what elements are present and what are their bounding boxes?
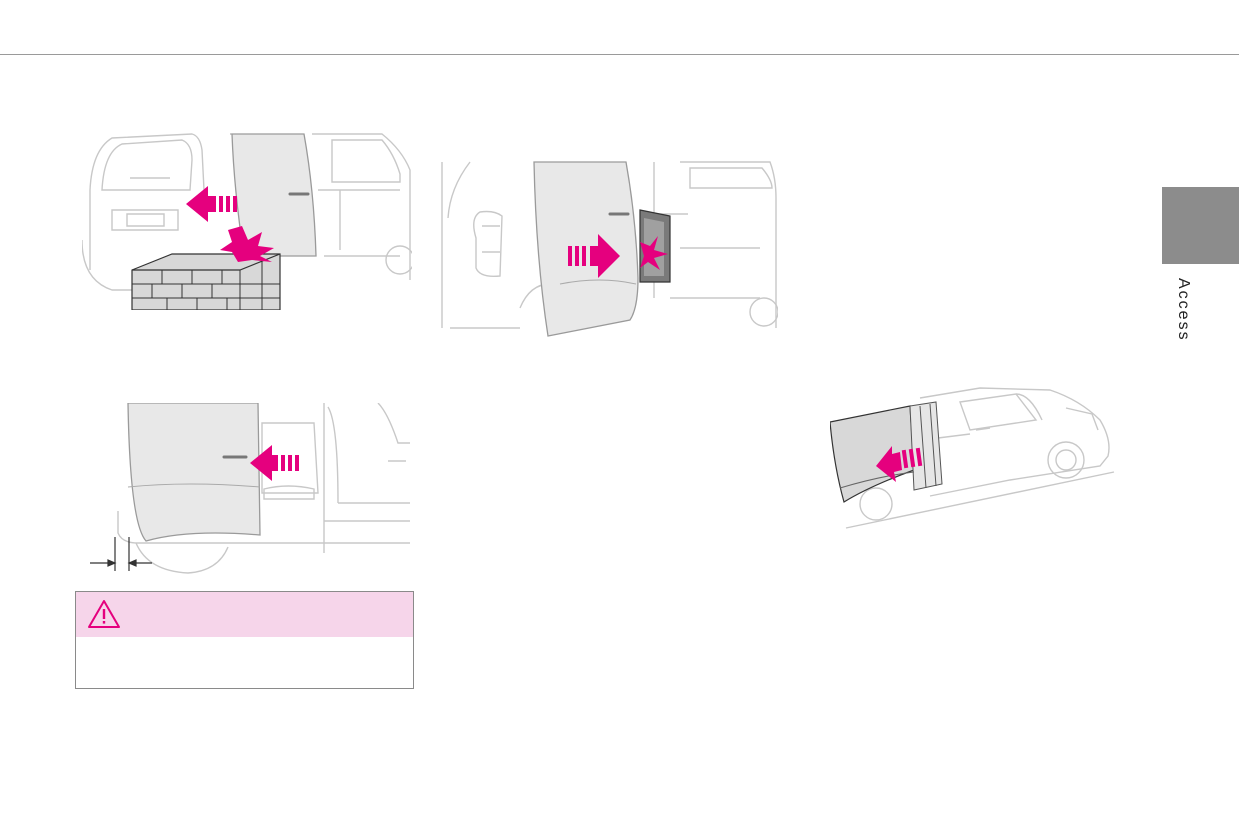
illustration-side-door-closing: [441, 161, 778, 337]
warning-triangle-icon: [88, 600, 120, 628]
section-tab-label: Access: [1175, 278, 1192, 342]
illustration-van-on-slope: [830, 387, 1115, 529]
arrow-right-icon: [568, 234, 620, 278]
gap-dimension-icon: [90, 537, 152, 571]
arrow-left-icon: [250, 445, 299, 481]
arrow-left-icon: [876, 446, 923, 482]
header-rule: [0, 54, 1239, 55]
brick-wall: [131, 253, 281, 310]
impact-burst-icon: [220, 226, 274, 262]
section-tab: [1162, 187, 1239, 264]
impact-burst-icon: [640, 236, 668, 270]
warning-box: [75, 591, 414, 689]
illustration-side-door-gap: [90, 403, 410, 574]
illustration-rear-door-obstacle: [82, 133, 412, 310]
warning-header: [76, 592, 413, 637]
arrow-left-icon: [186, 186, 237, 222]
